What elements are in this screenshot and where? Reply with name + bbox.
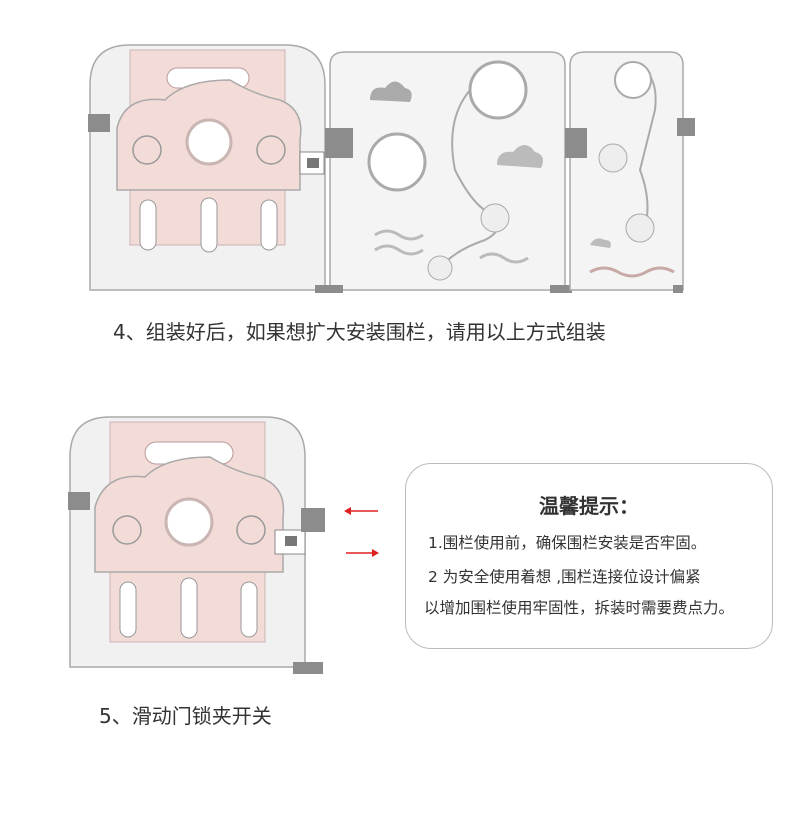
right-panel [565, 51, 695, 293]
tip-line-2: 2 为安全使用着想 ,围栏连接位设计偏紧 [428, 568, 701, 586]
tips-title: 温馨提示： [539, 494, 639, 518]
arrow-left-icon [344, 507, 378, 515]
slide-direction-arrows [344, 507, 379, 557]
step5-caption: 5、滑动门锁夹开关 [99, 704, 272, 728]
door-panel [88, 44, 326, 291]
arrow-right-icon [346, 549, 379, 557]
tip-line-1: 1.围栏使用前，确保围栏安装是否牢固。 [428, 534, 707, 552]
step4-caption: 4、组装好后，如果想扩大安装围栏，请用以上方式组装 [113, 320, 606, 344]
door-panel-illustration [68, 416, 325, 674]
middle-panel [315, 51, 572, 293]
assembled-fence-illustration [88, 44, 695, 293]
slide-lock-clip [285, 536, 297, 546]
tip-line-3: 以增加围栏使用牢固性，拆装时需要费点力。 [424, 599, 735, 617]
tips-box: 温馨提示： 1.围栏使用前，确保围栏安装是否牢固。 2 为安全使用着想 ,围栏连… [405, 463, 773, 649]
